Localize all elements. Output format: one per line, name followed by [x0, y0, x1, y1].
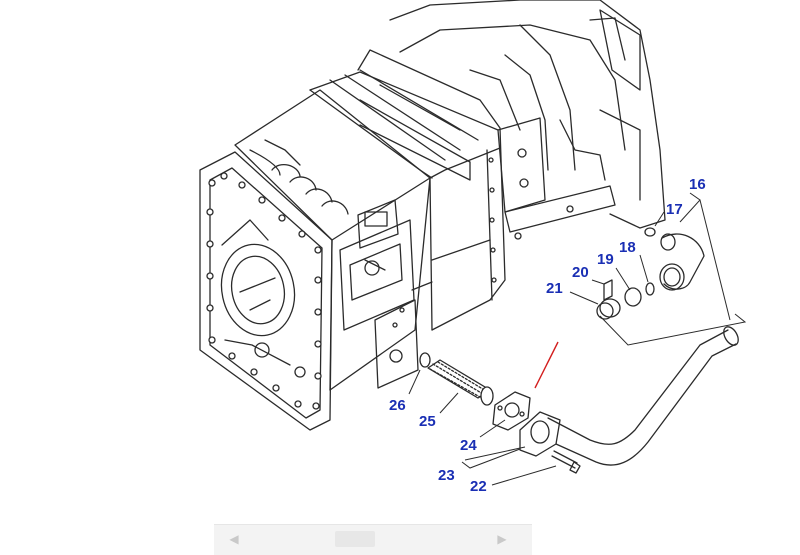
chevron-left-icon[interactable]: ◀ [229, 532, 239, 546]
callout-17: 17 [666, 201, 683, 218]
page-field[interactable] [335, 531, 375, 547]
callout-26: 26 [389, 397, 406, 414]
callout-16: 16 [689, 176, 706, 193]
front-flange-plate [199, 151, 333, 431]
part-16-elbow [659, 233, 705, 291]
callout-25: 25 [419, 413, 436, 430]
part-21-fitting [596, 298, 621, 320]
callout-18: 18 [619, 239, 636, 256]
gearbox-middle-section [309, 49, 506, 331]
callout-23: 23 [438, 467, 455, 484]
callout-20: 20 [572, 264, 589, 281]
part-26-o-ring [419, 352, 431, 368]
callout-19: 19 [597, 251, 614, 268]
callout-21: 21 [546, 280, 563, 297]
upper-housing [389, 0, 666, 229]
part-22-bolt [551, 450, 581, 474]
viewer-toolbar: ◀ ▶ [214, 524, 532, 555]
leader-lines [408, 192, 747, 486]
chevron-right-icon[interactable]: ▶ [497, 532, 507, 546]
part-20-pin [603, 279, 613, 301]
part-17-o-ring [644, 227, 656, 237]
mounting-bracket [497, 117, 616, 240]
callout-22: 22 [470, 478, 487, 495]
part-19-seal-ring [624, 287, 642, 307]
part-25-strainer [427, 359, 494, 406]
annotation-mark [534, 341, 559, 389]
callout-24: 24 [460, 437, 477, 454]
part-24-gasket [492, 391, 531, 431]
part-18-o-ring [645, 282, 655, 296]
part-23-suction-pipe [519, 326, 739, 466]
